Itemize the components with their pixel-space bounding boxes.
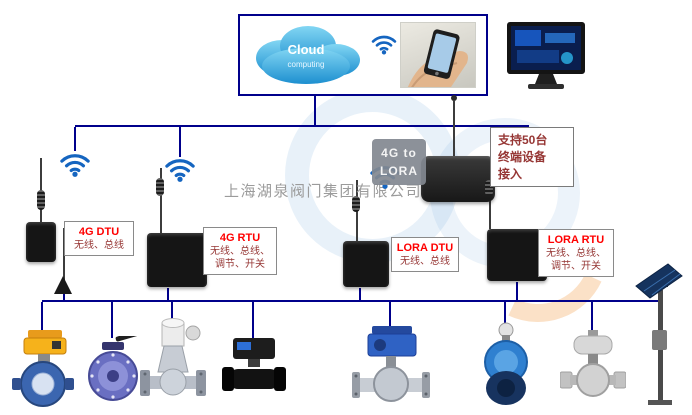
- label-lora-dtu: LORA DTU 无线、总线: [391, 237, 459, 273]
- wifi-icon: [163, 153, 197, 188]
- antenna-tip: [451, 95, 457, 101]
- phone-in-hand-photo: [400, 22, 476, 88]
- antenna-coil: [485, 180, 493, 196]
- label-4g-dtu-line: 无线、总线: [74, 240, 124, 252]
- riser-line-dtulora: [359, 288, 361, 301]
- label-4g-dtu-title: 4G DTU: [78, 226, 120, 238]
- connector-line-top-drop: [314, 96, 316, 126]
- label-4g-rtu-title: 4G RTU: [219, 232, 261, 244]
- label-lora-rtu-line: 无线、总线、: [546, 248, 606, 260]
- company-watermark: 上海湖泉阀门集团有限公司: [224, 183, 423, 200]
- rtu-4g-modem: [147, 233, 207, 287]
- drop-line-valve5: [389, 302, 391, 328]
- solar-panel-pole: [634, 262, 686, 412]
- label-capacity: 支持50台 终端设备 接入: [490, 127, 574, 188]
- label-capacity-line: 终端设备: [498, 149, 547, 164]
- bus-line-bottom: [42, 300, 660, 302]
- rtu-lora-modem: [487, 229, 547, 281]
- gear-butterfly-valve-blue: [470, 322, 542, 412]
- wifi-icon: [58, 148, 92, 183]
- cloud-title: Cloud: [288, 42, 325, 57]
- rod-antenna: [160, 168, 162, 233]
- connector-line: [74, 127, 76, 151]
- bus-line-top: [75, 125, 529, 127]
- dtu-4g-modem: [26, 222, 56, 262]
- antenna-coil: [156, 178, 164, 196]
- label-4g-to-lora: 4G to LORA: [372, 139, 426, 185]
- label-4g-rtu: 4G RTU 无线、总线、 调节、开关: [203, 227, 277, 276]
- label-capacity-line: 接入: [498, 166, 523, 181]
- electric-gate-valve: [140, 318, 206, 413]
- label-4g-rtu-line: 调节、开关: [215, 259, 265, 271]
- antenna-base: [54, 276, 72, 294]
- drop-line-valve2: [111, 302, 113, 338]
- drop-line-valve7: [591, 302, 593, 332]
- antenna-coil: [37, 190, 45, 210]
- drop-line-valve6: [504, 302, 506, 324]
- electric-ball-valve-blue-actuator: [352, 326, 430, 412]
- label-lora-rtu-line: 调节、开关: [551, 261, 601, 273]
- riser-line-rtu4g: [167, 288, 169, 301]
- gateway-4g-lora-modem: [421, 156, 495, 202]
- cloud-icon: Cloud computing: [246, 18, 366, 90]
- monitor-photo: [505, 20, 587, 99]
- drop-line-valve4: [252, 302, 254, 338]
- label-lora-dtu-title: LORA DTU: [396, 242, 454, 254]
- drop-line-valve1: [41, 302, 43, 332]
- label-lora-rtu: LORA RTU 无线、总线、 调节、开关: [538, 229, 614, 278]
- riser-line-rtulora: [516, 282, 518, 301]
- drop-line-valve3: [171, 302, 173, 320]
- label-4g-rtu-line: 无线、总线、: [210, 246, 270, 258]
- connector-line: [179, 127, 181, 157]
- manual-butterfly-valve-purple: [84, 330, 142, 407]
- label-lora-dtu-line: 无线、总线: [400, 256, 450, 268]
- label-4g-to-lora-line: LORA: [380, 164, 418, 178]
- electric-butterfly-valve-yellow-actuator: [12, 330, 74, 413]
- electric-ball-valve-stainless: [559, 330, 627, 410]
- riser-line-dtu4g: [63, 294, 65, 301]
- label-4g-dtu: 4G DTU 无线、总线: [64, 221, 134, 257]
- cloud-subtitle: computing: [288, 60, 325, 69]
- label-capacity-line: 支持50台: [498, 133, 548, 147]
- label-lora-rtu-title: LORA RTU: [547, 234, 605, 246]
- electric-ball-valve-black: [222, 336, 286, 407]
- label-4g-to-lora-line: 4G to: [381, 146, 417, 160]
- rod-antenna: [453, 100, 455, 156]
- antenna-coil: [352, 196, 360, 212]
- wifi-icon: [370, 30, 398, 61]
- dtu-lora-modem: [343, 241, 389, 287]
